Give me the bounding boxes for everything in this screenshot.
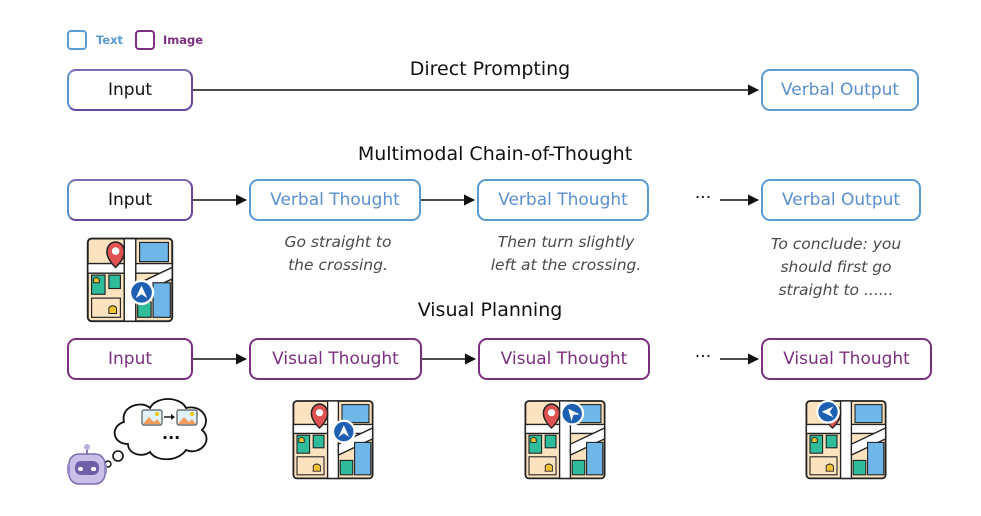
visual-thought-2-label: Visual Thought	[500, 349, 628, 369]
visual-input-label: Input	[107, 349, 153, 369]
map-icon-step-3	[805, 399, 887, 480]
direct-output-box: Verbal Output	[761, 69, 919, 111]
legend-text-label: Text	[96, 33, 124, 47]
mcot-caption-3-line-3: straight to ......	[778, 281, 894, 299]
direct-output-label: Verbal Output	[780, 80, 900, 100]
mcot-caption-2-line-1: Then turn slightly	[497, 233, 635, 251]
map-icon	[86, 237, 174, 323]
legend-image-label: Image	[163, 33, 204, 47]
visual-thought-3: Visual Thought	[761, 338, 932, 380]
mcot-caption-3-line-1: To conclude: you	[770, 235, 902, 253]
mcot-caption-1-line-1: Go straight to	[284, 233, 392, 251]
robot-icon	[67, 444, 107, 485]
mcot-caption-1-line-2: the crossing.	[288, 256, 388, 274]
mcot-caption-3-line-2: should first go	[780, 258, 892, 276]
bubble-ellipsis: ...	[162, 424, 181, 443]
mcot-input-label: Input	[107, 190, 153, 210]
mcot-verbal-thought-1: Verbal Thought	[249, 179, 421, 221]
mcot-thought-2-label: Verbal Thought	[498, 190, 628, 210]
mcot-caption-2: Then turn slightly left at the crossing.	[491, 231, 642, 277]
visual-input-box: Input	[67, 338, 193, 380]
visual-thought-1-label: Visual Thought	[272, 349, 399, 369]
direct-input-box: Input	[67, 69, 193, 111]
visual-thought-1: Visual Thought	[249, 338, 422, 380]
legend-text-swatch	[67, 30, 87, 50]
visual-ellipsis: ···	[694, 347, 712, 367]
mcot-thought-1-label: Verbal Thought	[270, 190, 400, 210]
map-icon-step-2	[524, 400, 606, 480]
thought-bubble-icon	[104, 398, 208, 468]
mcot-verbal-thought-2: Verbal Thought	[477, 179, 649, 221]
legend-image-swatch	[135, 30, 155, 50]
mcot-caption-3: To conclude: you should first go straigh…	[771, 233, 901, 302]
mcot-caption-2-line-2: left at the crossing.	[490, 256, 642, 274]
mcot-caption-1: Go straight to the crossing.	[285, 231, 392, 277]
mcot-title: Multimodal Chain-of-Thought	[357, 143, 633, 165]
mcot-input-box: Input	[67, 179, 193, 221]
mcot-output-box: Verbal Output	[761, 179, 921, 221]
visual-thought-3-label: Visual Thought	[783, 349, 910, 369]
mcot-ellipsis: ···	[694, 188, 712, 208]
visual-planning-title: Visual Planning	[417, 299, 563, 321]
image-icon	[141, 409, 163, 426]
direct-prompting-title: Direct Prompting	[409, 58, 571, 80]
visual-thought-2: Visual Thought	[478, 338, 650, 380]
mcot-output-label: Verbal Output	[781, 190, 901, 210]
direct-input-label: Input	[107, 80, 153, 100]
map-icon-step-1	[292, 400, 374, 480]
